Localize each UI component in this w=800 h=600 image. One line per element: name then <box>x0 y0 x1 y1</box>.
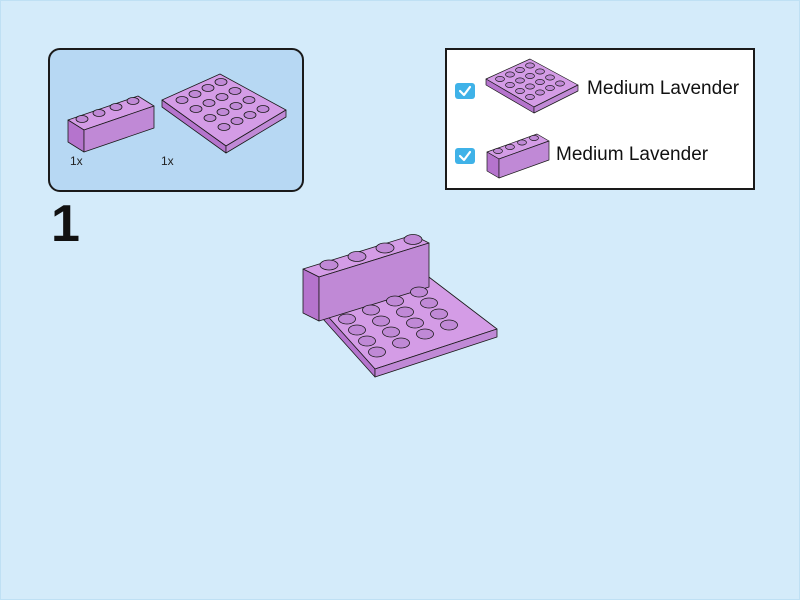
stud <box>396 306 414 318</box>
stud <box>358 335 376 347</box>
stud-row <box>75 97 140 123</box>
stud <box>420 297 438 309</box>
stud <box>230 117 244 125</box>
stud <box>382 326 400 338</box>
stud <box>203 114 217 122</box>
stud <box>189 105 203 113</box>
stud <box>525 94 535 100</box>
stud <box>535 68 545 75</box>
stud <box>406 317 424 329</box>
assembly-illustration <box>302 234 498 378</box>
plate-count: 1x <box>161 154 174 168</box>
stud <box>410 286 428 298</box>
stud <box>525 83 535 90</box>
stud <box>175 96 189 104</box>
plate-4x4-thumbnail <box>485 58 579 114</box>
stud <box>362 304 380 316</box>
stud <box>545 85 555 91</box>
stud <box>347 251 367 262</box>
stud <box>495 76 505 82</box>
stud <box>535 89 545 96</box>
stud <box>375 242 395 254</box>
stud <box>348 324 366 336</box>
stud <box>202 99 216 107</box>
stud <box>228 87 242 95</box>
stud <box>214 78 228 86</box>
legend-label-plate: Medium Lavender <box>587 78 740 99</box>
stud <box>545 74 555 81</box>
color-legend: Medium Lavender Medium Lavender <box>445 48 755 190</box>
stud <box>215 93 229 101</box>
stud <box>201 84 215 92</box>
stud <box>505 82 515 88</box>
stud <box>525 62 535 69</box>
legend-label-brick: Medium Lavender <box>556 144 709 165</box>
stud <box>386 295 404 307</box>
stud <box>555 80 565 87</box>
stud <box>256 105 270 113</box>
stud <box>188 90 202 98</box>
stud <box>430 308 448 320</box>
stud <box>242 96 256 104</box>
stud <box>372 315 390 327</box>
stud <box>416 328 434 340</box>
stud <box>338 313 356 325</box>
stud <box>505 71 515 78</box>
brick-count: 1x <box>70 154 83 168</box>
stud <box>535 79 545 85</box>
stud <box>515 77 525 84</box>
stud <box>515 67 525 73</box>
stud <box>515 88 525 94</box>
step-number: 1 <box>51 195 80 253</box>
brick-1x4-thumbnail <box>486 133 550 179</box>
stud <box>525 73 535 79</box>
parts-callout: 1x 1x <box>48 48 304 192</box>
check-icon <box>455 83 475 99</box>
plate-4x4-part <box>161 73 287 154</box>
stud <box>216 108 230 116</box>
brick-1x4-part <box>67 95 155 153</box>
stud <box>403 234 423 245</box>
stud <box>217 123 231 131</box>
stud <box>368 346 386 358</box>
stud <box>392 337 410 349</box>
stud <box>229 102 243 110</box>
stud <box>319 259 339 271</box>
check-icon <box>455 148 475 164</box>
stud <box>440 319 458 331</box>
stud <box>243 111 257 119</box>
